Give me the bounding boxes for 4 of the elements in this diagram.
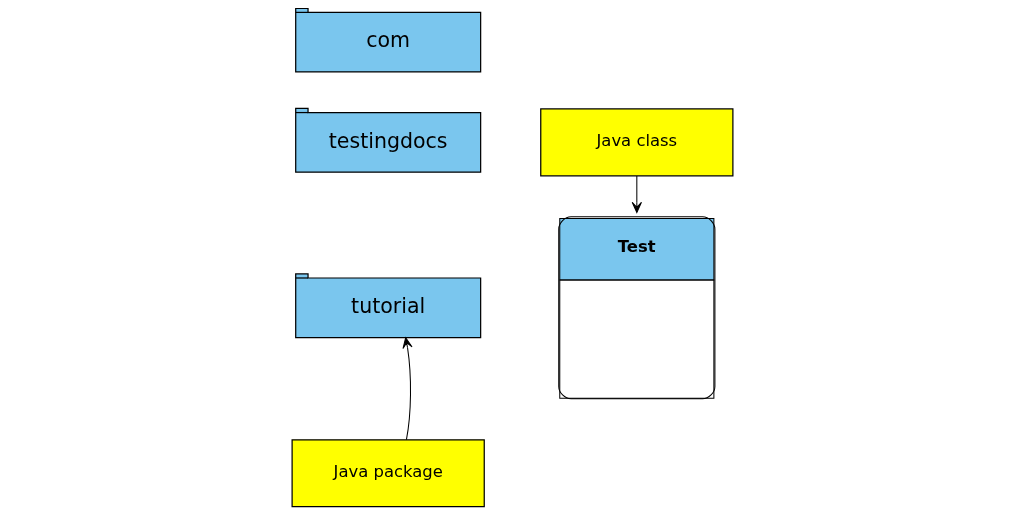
node-box: Java package xyxy=(291,439,485,508)
arrow xyxy=(631,175,642,214)
node-box: Java class xyxy=(539,108,733,177)
arrow xyxy=(401,337,413,441)
